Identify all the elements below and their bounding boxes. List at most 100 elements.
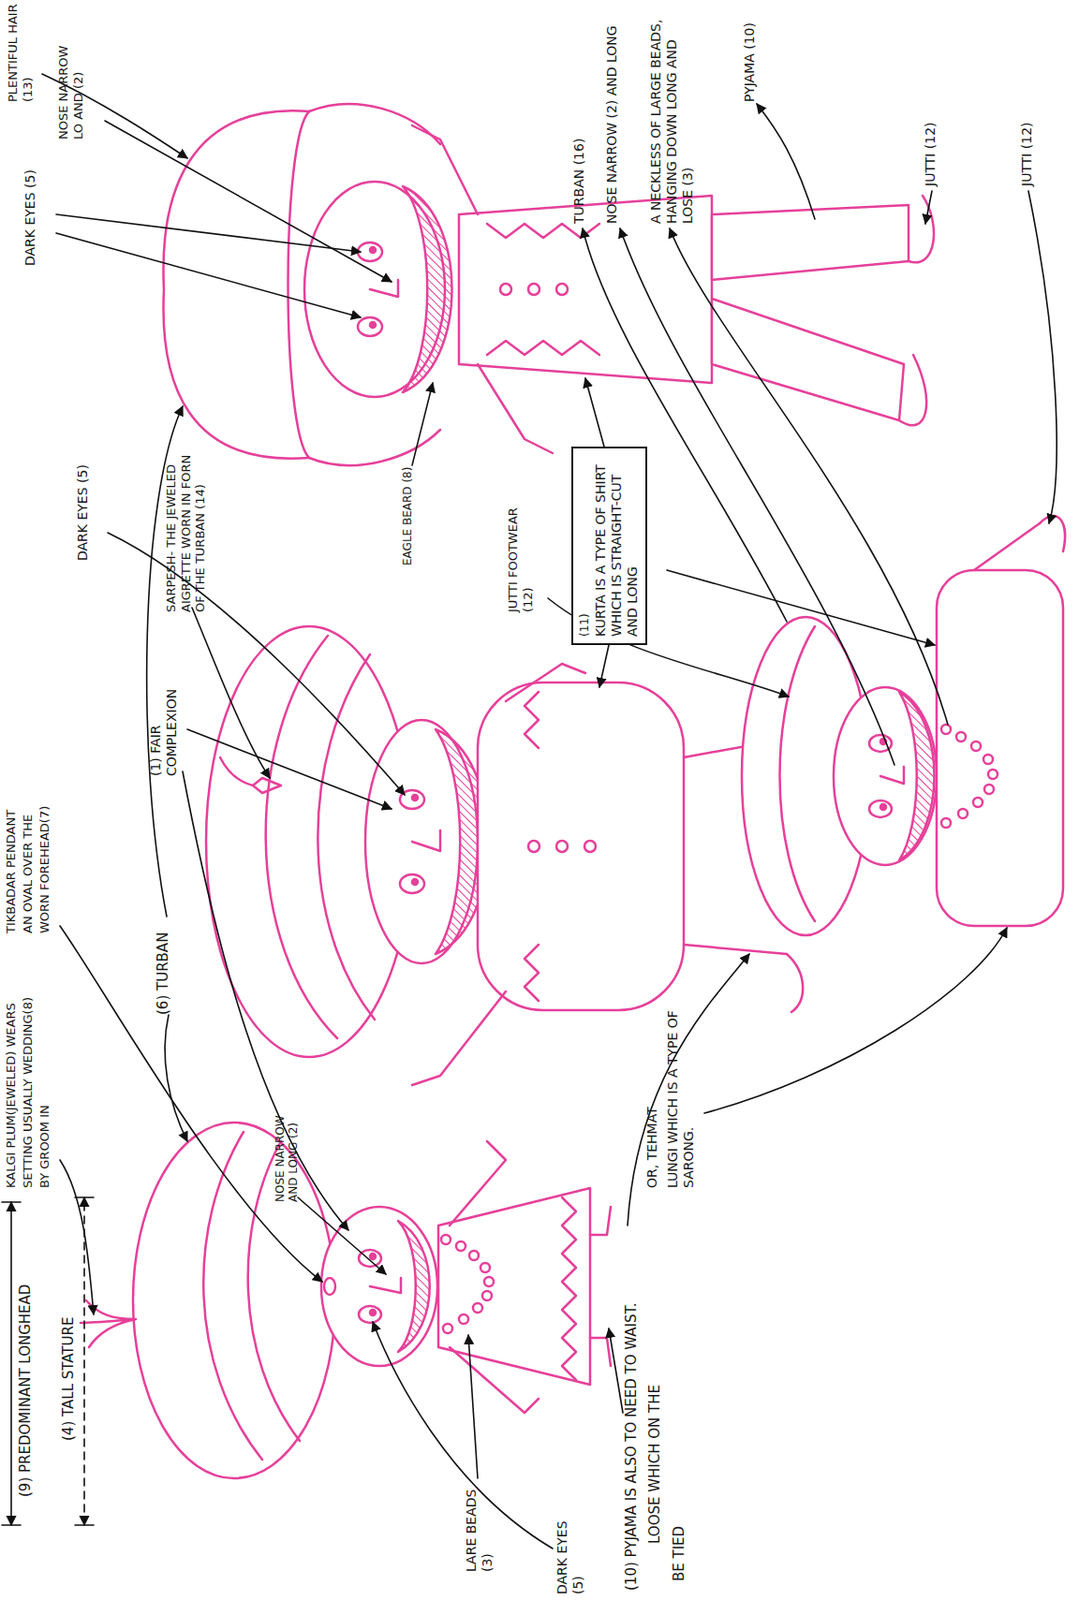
callout-label: NOSE NARROW LO AND (2) — [56, 31, 86, 140]
leader-line — [627, 954, 750, 1227]
leader-line — [164, 1015, 188, 1142]
nose — [880, 767, 904, 784]
callout-label: SARPESH- THE JEWELED AIGRETTE WORN IN FO… — [163, 445, 208, 613]
eye — [869, 800, 892, 818]
eye — [357, 317, 383, 337]
leader-line — [599, 645, 609, 688]
kurta-trim — [561, 1197, 577, 1381]
figure-groom — [80, 1123, 611, 1479]
bead — [941, 724, 951, 735]
leg — [590, 1207, 611, 1236]
callout-label: A NECKLESS OF LARGE BEADS, HANGING DOWN … — [648, 10, 695, 224]
leader-line — [925, 191, 932, 224]
face — [833, 687, 937, 866]
callout-label: BY GROOM IN — [37, 940, 53, 1189]
leg — [974, 523, 1040, 571]
bead — [472, 1303, 483, 1314]
bead — [458, 1315, 469, 1325]
leader-line — [756, 103, 815, 220]
tikbadar-pendant — [324, 1278, 336, 1296]
leader-line — [56, 214, 361, 252]
pupil — [369, 322, 376, 328]
dimension-tick — [1, 1197, 94, 1526]
callout-label: NOSE NARROW AND LONG (2) — [273, 1090, 301, 1203]
leader-line — [704, 928, 1007, 1114]
callout-label: JUTTI FOOTWEAR (12) — [505, 495, 535, 613]
pupil — [880, 804, 887, 811]
arm — [505, 664, 586, 702]
callout-label: (1) FAIR COMPLEXION — [147, 645, 180, 777]
turban-wrap — [203, 1132, 263, 1461]
arm — [449, 1347, 539, 1414]
callout-label: KALGI PLUM(JEWELED) WEARS — [3, 940, 19, 1189]
eye — [357, 242, 383, 262]
callout-label: PLENTIFUL HAIR (13) — [5, 3, 35, 103]
leader-lines — [1, 73, 1057, 1550]
pyjama-leg — [711, 205, 909, 281]
callout-label: PYJAMA (10) — [741, 3, 758, 103]
bead — [456, 1241, 466, 1252]
leader-line — [182, 771, 349, 1231]
callout-label: (10) PYJAMA IS ALSO TO NEED TO WAIST. — [622, 1197, 640, 1592]
jutti — [1039, 516, 1065, 552]
leader-line — [104, 120, 392, 282]
bead — [958, 809, 968, 819]
callout-label: SETTING USUALLY WEDDING(8) — [20, 940, 36, 1189]
eye — [358, 1250, 382, 1268]
button — [500, 283, 512, 296]
callout-label: (9) PREDOMINANT LONGHEAD — [16, 1188, 34, 1498]
kurta — [936, 570, 1064, 927]
leader-line — [468, 1335, 478, 1479]
kalgi-plume — [80, 1300, 136, 1348]
bead — [443, 1324, 453, 1334]
jutti — [899, 354, 927, 426]
callout-label: (6) TURBAN — [154, 912, 172, 1016]
sleeve-trim — [524, 945, 539, 1002]
bead — [956, 732, 966, 742]
leader-line — [585, 378, 605, 447]
leader-line — [620, 228, 895, 766]
callout-label: DARK EYES (5) — [22, 162, 39, 267]
pupil — [369, 1254, 376, 1260]
callout-label: LOOSE WHICH ON THE — [646, 1263, 664, 1545]
callout-label: BE TIED — [670, 1394, 688, 1582]
bead — [984, 784, 994, 795]
leader-line — [608, 1329, 623, 1414]
arm — [477, 364, 553, 454]
bead — [482, 1291, 492, 1301]
turban — [133, 1123, 336, 1479]
nose — [412, 830, 441, 852]
leader-line — [59, 926, 323, 1283]
leader-line — [669, 228, 948, 725]
figure-dancer — [162, 103, 934, 466]
leg — [590, 1338, 611, 1367]
callout-label: LUNGI WHICH IS A TYPE OF SARONG. — [665, 1010, 697, 1189]
dimension-line — [83, 1197, 86, 1526]
face — [321, 1207, 438, 1367]
bead — [971, 741, 981, 752]
arm — [412, 991, 506, 1086]
leader-line — [1028, 191, 1057, 524]
beard — [398, 1221, 430, 1353]
pupil — [412, 879, 418, 886]
kurta — [458, 195, 712, 384]
callout-label: TIKBADAR PENDANT — [3, 746, 19, 934]
callout-label: LARE BEADS (3) — [463, 1478, 496, 1573]
button — [584, 841, 596, 853]
callout-label: JUTTI (12) — [922, 83, 939, 187]
beard — [899, 692, 935, 861]
kurta — [438, 1188, 591, 1386]
turban-wrap — [780, 626, 816, 922]
nose — [369, 1278, 401, 1294]
note-text: KURTA IS A TYPE OF SHIRT WHICH IS STRAIG… — [592, 455, 640, 637]
leg — [683, 945, 787, 955]
kurta — [477, 682, 684, 1011]
note-box: (11)KURTA IS A TYPE OF SHIRT WHICH IS ST… — [571, 446, 648, 646]
figure-seated — [741, 516, 1065, 936]
arm — [412, 125, 478, 215]
callout-label: EAGLE BEARD (8) — [400, 462, 414, 566]
leader-line — [192, 607, 270, 779]
bead — [983, 754, 993, 765]
